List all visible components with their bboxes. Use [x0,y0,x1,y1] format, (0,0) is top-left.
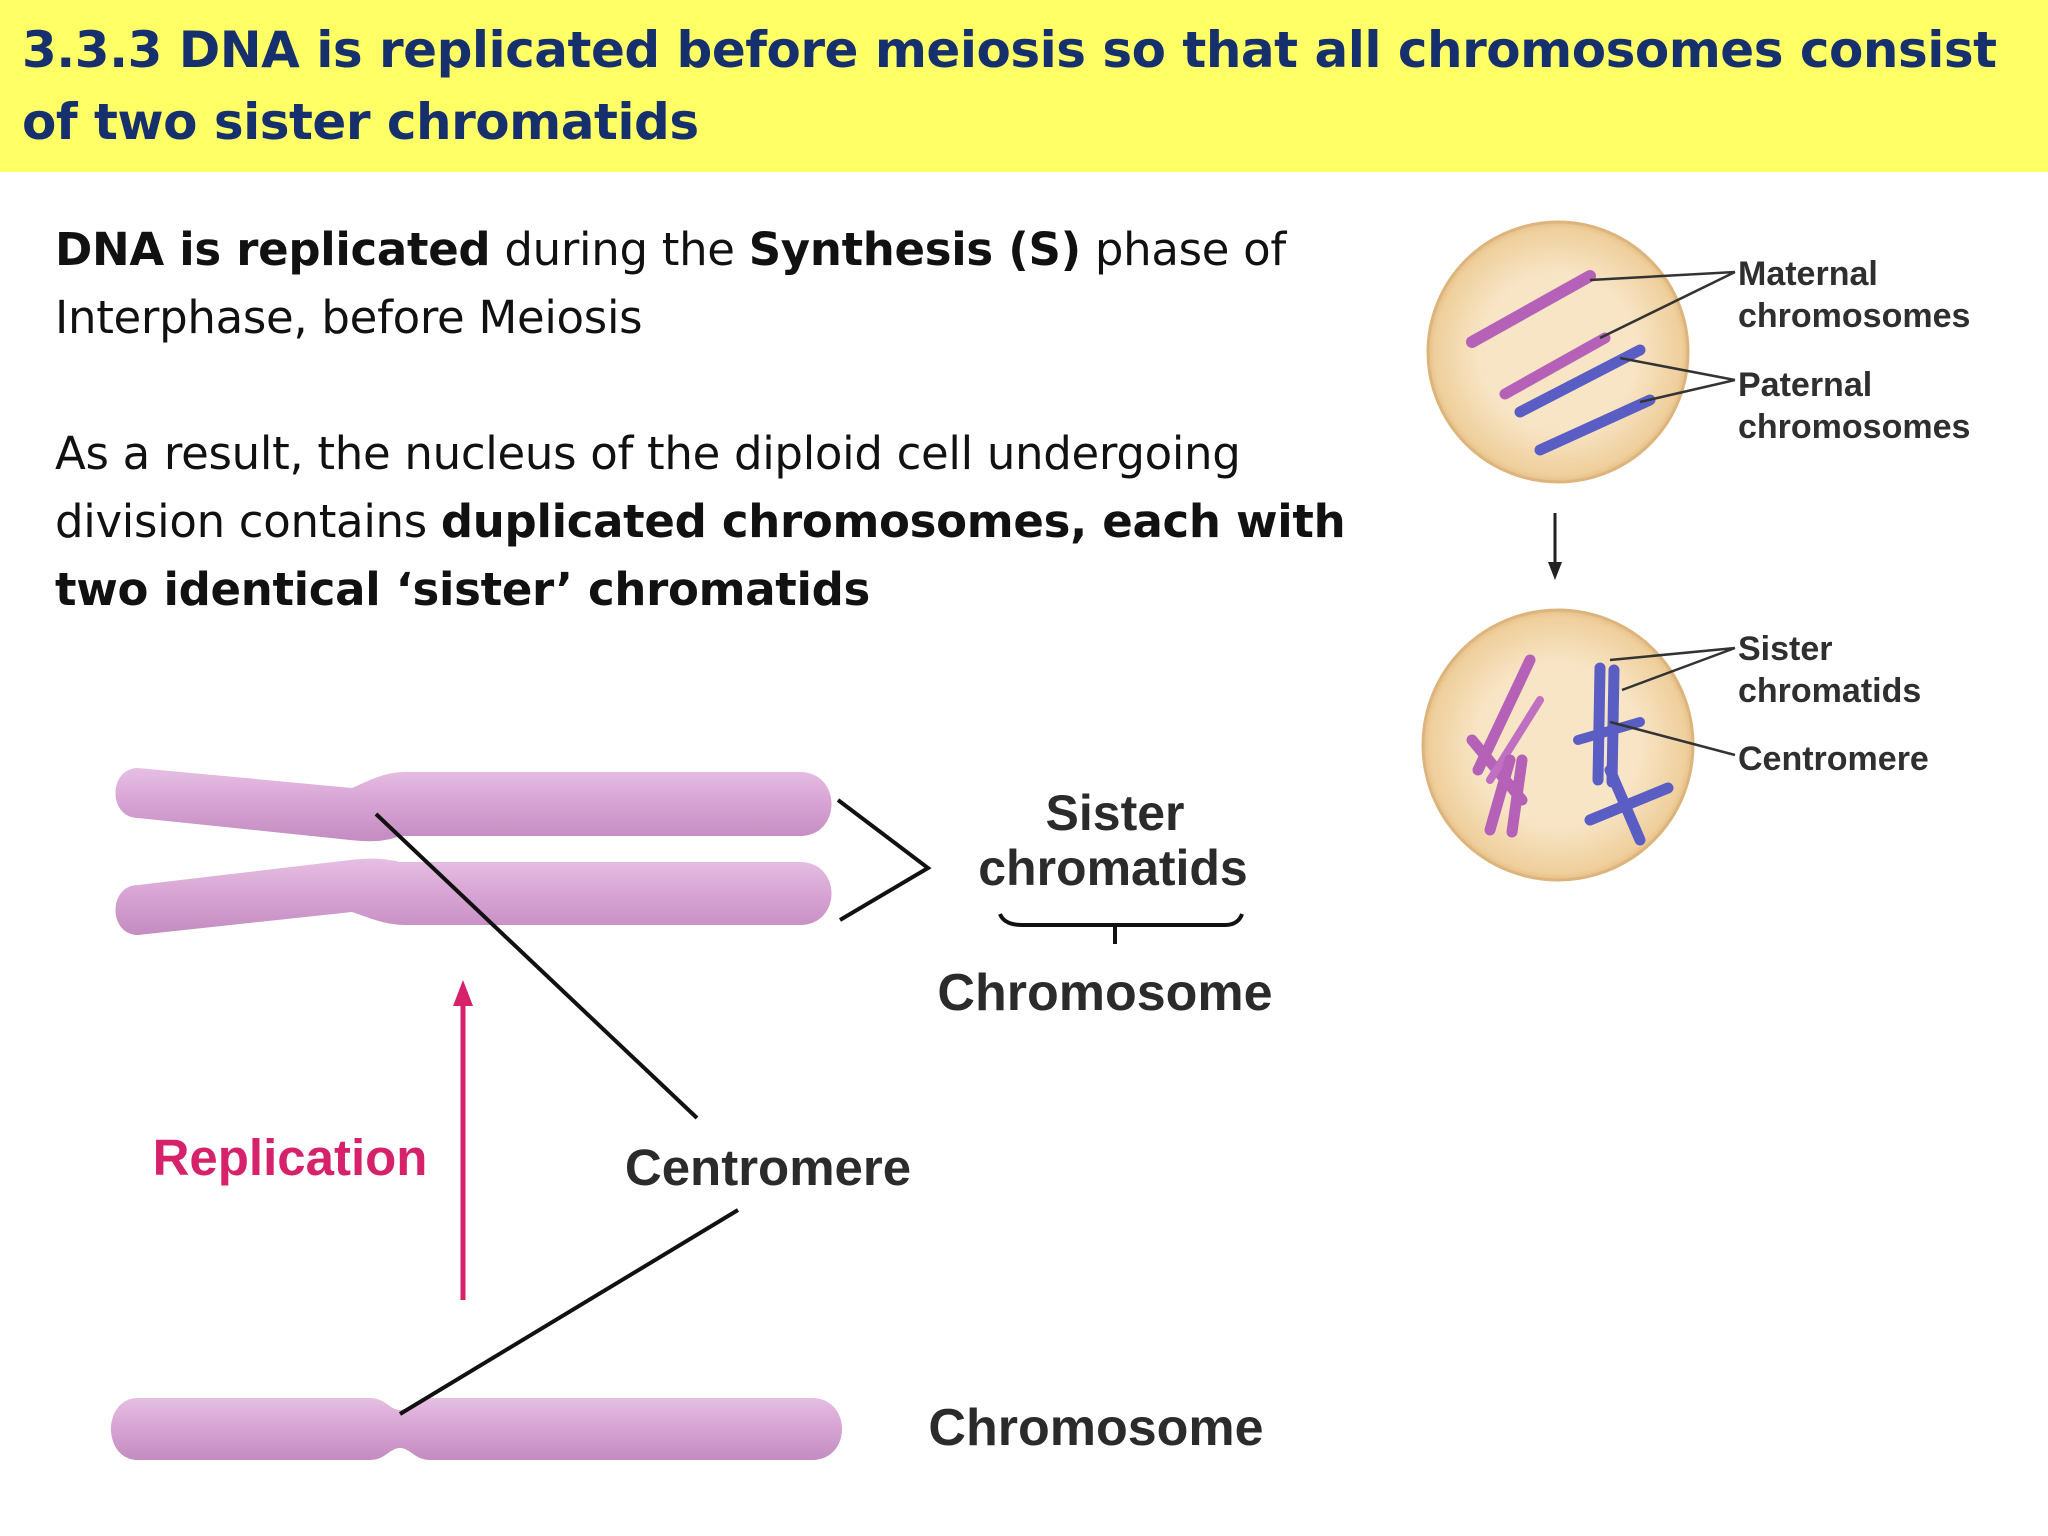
label-paternal: Paternal [1738,366,1872,404]
label-paternal-chromosomes: chromosomes [1738,408,1970,446]
label-chromosome-bottom: Chromosome [928,1399,1263,1457]
slide-title: 3.3.3 DNA is replicated before meiosis s… [22,21,1997,151]
title-bar: 3.3.3 DNA is replicated before meiosis s… [0,0,2048,172]
label-maternal-chromosomes: chromosomes [1738,297,1970,335]
label-chromatids: chromatids [978,840,1248,896]
cell-before-replication [1426,220,1736,484]
paragraph-result: As a result, the nucleus of the diploid … [55,420,1355,624]
chromosome-brace [998,913,1244,944]
centromere-pointer-top [374,812,699,1120]
text-phase-of-interphase: phase of Interphase, before Meiosis [55,223,1286,344]
label-centromere: Centromere [625,1139,911,1196]
sister-chromatid-bottom [115,858,832,935]
bold-dna-replicated: DNA is replicated [55,223,491,276]
sister-chromatid-top [115,768,832,842]
paragraph-dna-replication: DNA is replicated during the Synthesis (… [55,216,1355,352]
replication-arrow-icon [453,980,473,1300]
label-cell-sister: Sister [1738,630,1833,668]
label-cell-chromatids: chromatids [1738,672,1921,710]
text-during-the: during the [490,223,749,276]
sister-chromatids-bracket [836,798,932,922]
bold-synthesis-phase: Synthesis (S) [748,223,1081,276]
down-arrow-icon [1548,513,1562,580]
bold-duplicated-chromosomes: duplicated chromosomes, each with two id… [55,495,1346,616]
label-replication: Replication [153,1129,428,1186]
label-maternal: Maternal [1738,255,1878,293]
chromosome-body [111,1398,842,1460]
text-as-a-result: As a result, the nucleus of the diploid … [55,427,1241,548]
label-sister: Sister [1046,785,1185,841]
label-chromosome-top: Chromosome [937,964,1272,1022]
single-chromosome [111,1398,842,1460]
label-cell-centromere: Centromere [1738,740,1929,778]
duplicated-chromosome [115,768,832,935]
centromere-pointer-bottom [398,1208,740,1416]
cell-after-replication [1421,608,1736,882]
